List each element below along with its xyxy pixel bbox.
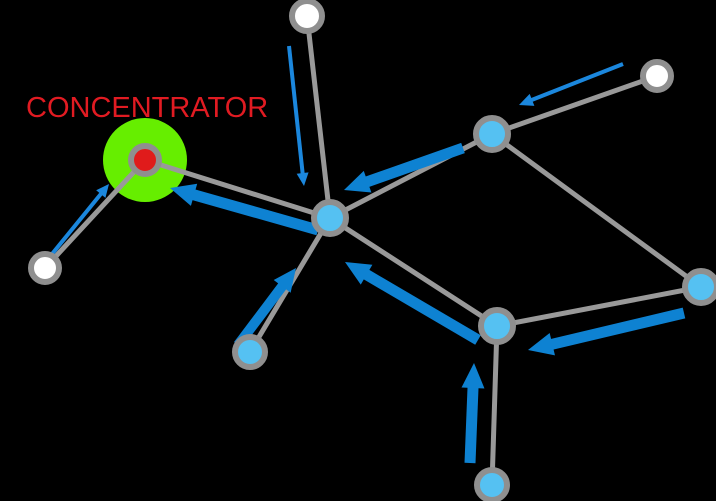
- arrow-beast-to-bse-head: [528, 333, 555, 356]
- arrow-wright-to-bne: [519, 62, 624, 106]
- concentrator-label: CONCENTRATOR: [26, 92, 268, 124]
- arrow-bse-to-hub-head: [345, 262, 373, 285]
- white-node-top[interactable]: [289, 0, 325, 34]
- link-bne-wright: [489, 73, 660, 137]
- blue-node-right-edge[interactable]: [682, 268, 716, 306]
- blue-node-upper-right[interactable]: [473, 115, 511, 153]
- arrow-beast-to-bse-shaft: [549, 307, 686, 351]
- arrow-wright-to-bne-shaft: [530, 62, 624, 103]
- arrow-wtop-to-hub: [287, 45, 309, 186]
- arrow-beast-to-bse: [528, 307, 686, 356]
- arrow-wleft-to-concentrator-head: [96, 184, 109, 198]
- link-bse-bsouth: [489, 323, 500, 488]
- label-layer: CONCENTRATOR: [26, 92, 268, 124]
- arrow-bne-to-hub: [344, 142, 465, 193]
- white-node-left[interactable]: [28, 251, 62, 285]
- blue-node-lower-right[interactable]: [478, 307, 516, 345]
- link-concentrator-hub: [142, 157, 333, 221]
- arrow-wleft-to-concentrator-shaft: [50, 192, 103, 256]
- blue-node-lower-left[interactable]: [232, 334, 268, 370]
- link-hub-bne: [327, 131, 495, 221]
- arrow-bsouth-to-bse: [461, 363, 485, 464]
- blue-node-hub-center[interactable]: [311, 199, 349, 237]
- arrow-hub-to-concentrator: [170, 183, 320, 236]
- node-layer: [28, 0, 716, 501]
- arrow-bsouth-to-bse-shaft: [464, 385, 479, 464]
- arrow-wright-to-bne-head: [519, 93, 535, 106]
- arrow-bne-to-hub-shaft: [363, 142, 465, 188]
- arrow-wleft-to-concentrator: [50, 184, 109, 256]
- arrow-bsouth-to-bse-head: [461, 363, 485, 389]
- blue-node-bottom[interactable]: [474, 467, 510, 501]
- white-node-top-right[interactable]: [640, 59, 674, 93]
- arrow-hub-to-concentrator-head: [170, 183, 198, 206]
- link-layer: [42, 13, 704, 488]
- link-bse-beast: [494, 284, 704, 329]
- link-hub-bse: [327, 215, 500, 329]
- link-bne-beast: [489, 131, 704, 290]
- arrow-hub-to-concentrator-shaft: [190, 188, 320, 236]
- arrow-wtop-to-hub-shaft: [287, 45, 305, 175]
- arrow-bne-to-hub-head: [344, 170, 372, 193]
- arrow-bse-to-hub-shaft: [362, 268, 481, 345]
- link-concentrator-wleft: [42, 157, 148, 271]
- arrow-bsw-to-hub-head: [273, 268, 296, 293]
- concentrator-node[interactable]: [128, 143, 162, 177]
- arrow-bse-to-hub: [345, 262, 481, 345]
- link-hub-wtop: [304, 13, 333, 221]
- arrow-wtop-to-hub-head: [296, 172, 309, 186]
